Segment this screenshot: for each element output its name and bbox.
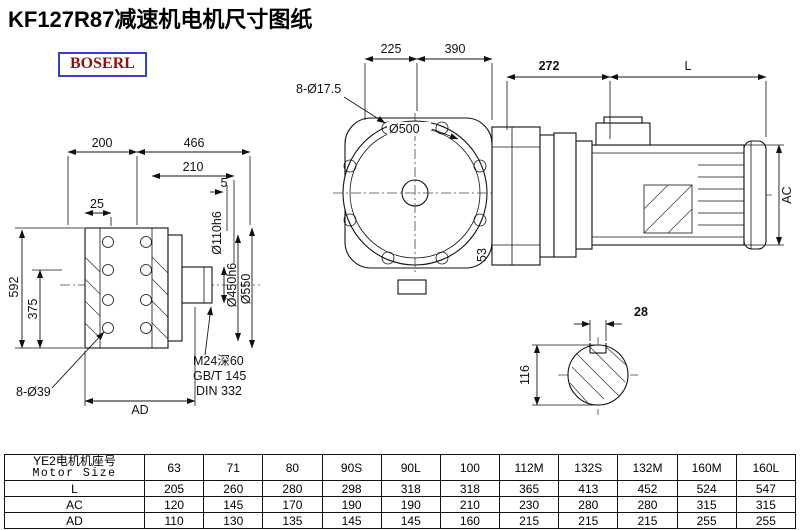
size-col-header: 71 bbox=[203, 454, 264, 481]
dim-272: 272 bbox=[539, 59, 560, 73]
value-cell: 190 bbox=[380, 496, 441, 513]
value-cell: 318 bbox=[380, 480, 441, 497]
value-cell: 255 bbox=[735, 512, 797, 529]
note-m24: M24深60 bbox=[193, 354, 244, 368]
value-cell: 215 bbox=[499, 512, 560, 529]
size-col-header: 160L bbox=[735, 454, 797, 481]
page-title: KF127R87减速机电机尺寸图纸 bbox=[8, 7, 313, 32]
dim-25: 25 bbox=[90, 197, 104, 211]
table-header-motor-size: YE2电机机座号 Motor Size bbox=[4, 454, 145, 481]
size-col-header: 90L bbox=[380, 454, 441, 481]
value-cell: 315 bbox=[735, 496, 797, 513]
table-row-AD: AD 110 130 135 145 145 160 215 215 215 2… bbox=[4, 512, 797, 529]
shaft-end-view bbox=[558, 337, 638, 415]
dim-53: 53 bbox=[475, 248, 489, 262]
boserl-logo: BOSERL bbox=[58, 52, 147, 77]
dim-ad: AD bbox=[131, 403, 148, 417]
dia-flange-d550: Ø550 bbox=[239, 274, 253, 305]
dim-592: 592 bbox=[7, 277, 21, 298]
size-col-header: 112M bbox=[499, 454, 560, 481]
value-cell: 170 bbox=[262, 496, 323, 513]
dim-5: 5 bbox=[221, 176, 228, 190]
value-cell: 452 bbox=[617, 480, 678, 497]
value-cell: 205 bbox=[143, 480, 205, 497]
value-cell: 547 bbox=[735, 480, 797, 497]
value-cell: 120 bbox=[143, 496, 205, 513]
value-cell: 413 bbox=[558, 480, 619, 497]
value-cell: 215 bbox=[558, 512, 619, 529]
value-cell: 145 bbox=[321, 512, 382, 529]
size-col-header: 100 bbox=[439, 454, 501, 481]
size-col-header: 80 bbox=[262, 454, 323, 481]
dim-210: 210 bbox=[183, 160, 204, 174]
value-cell: 315 bbox=[676, 496, 737, 513]
value-cell: 365 bbox=[499, 480, 560, 497]
dia-spigot-d450: Ø450h6 bbox=[225, 263, 239, 308]
value-cell: 135 bbox=[262, 512, 323, 529]
left-side-view bbox=[60, 227, 260, 349]
value-cell: 190 bbox=[321, 496, 382, 513]
dim-L: L bbox=[685, 59, 692, 73]
holes-8-d39-label: 8-Ø39 bbox=[16, 385, 51, 399]
dim-28: 28 bbox=[634, 305, 648, 319]
size-col-header: 90S bbox=[321, 454, 382, 481]
dim-390: 390 bbox=[445, 42, 466, 56]
dim-225: 225 bbox=[381, 42, 402, 56]
value-cell: 298 bbox=[321, 480, 382, 497]
value-cell: 280 bbox=[617, 496, 678, 513]
dim-200: 200 bbox=[92, 136, 113, 150]
table-row-L: L 205 260 280 298 318 318 365 413 452 52… bbox=[4, 480, 797, 497]
shaft-end-dimensions: 28 116 bbox=[518, 305, 648, 406]
motor-size-label-cn: YE2电机机座号 bbox=[33, 454, 116, 468]
row-label: AD bbox=[4, 512, 145, 529]
value-cell: 130 bbox=[203, 512, 264, 529]
note-gbt145: GB/T 145 bbox=[193, 369, 246, 383]
front-view bbox=[333, 113, 772, 295]
size-col-header: 132S bbox=[558, 454, 619, 481]
value-cell: 524 bbox=[676, 480, 737, 497]
dim-375: 375 bbox=[26, 299, 40, 320]
size-col-header: 63 bbox=[143, 454, 205, 481]
dim-466: 466 bbox=[184, 136, 205, 150]
dim-AC: AC bbox=[780, 186, 794, 203]
value-cell: 260 bbox=[203, 480, 264, 497]
table-row-AC: AC 120 145 170 190 190 210 230 280 280 3… bbox=[4, 496, 797, 513]
table-header-row: YE2电机机座号 Motor Size 63 71 80 90S 90L 100… bbox=[4, 454, 797, 481]
dia-500: Ø500 bbox=[389, 122, 420, 136]
dia-shaft-d110: Ø110h6 bbox=[210, 211, 224, 255]
note-din332: DIN 332 bbox=[196, 384, 242, 398]
value-cell: 145 bbox=[203, 496, 264, 513]
value-cell: 318 bbox=[439, 480, 501, 497]
value-cell: 160 bbox=[439, 512, 501, 529]
value-cell: 215 bbox=[617, 512, 678, 529]
technical-drawing: 200 466 210 5 25 592 375 8-Ø39 AD M24深60… bbox=[7, 42, 794, 417]
row-label: AC bbox=[4, 496, 145, 513]
value-cell: 230 bbox=[499, 496, 560, 513]
left-view-dimensions: 200 466 210 5 25 592 375 8-Ø39 AD M24深60… bbox=[7, 136, 256, 417]
row-label: L bbox=[4, 480, 145, 497]
motor-size-label-en: Motor Size bbox=[32, 467, 117, 480]
value-cell: 280 bbox=[262, 480, 323, 497]
value-cell: 280 bbox=[558, 496, 619, 513]
value-cell: 110 bbox=[143, 512, 205, 529]
value-cell: 255 bbox=[676, 512, 737, 529]
dim-116: 116 bbox=[518, 365, 532, 385]
size-col-header: 132M bbox=[617, 454, 678, 481]
front-view-dimensions: 225 390 8-Ø17.5 Ø500 272 L AC 53 bbox=[296, 42, 794, 262]
logo-text: BOSERL bbox=[70, 55, 135, 72]
holes-8-d17-label: 8-Ø17.5 bbox=[296, 82, 341, 96]
value-cell: 210 bbox=[439, 496, 501, 513]
motor-size-table: YE2电机机座号 Motor Size 63 71 80 90S 90L 100… bbox=[4, 454, 797, 529]
size-col-header: 160M bbox=[676, 454, 737, 481]
value-cell: 145 bbox=[380, 512, 441, 529]
